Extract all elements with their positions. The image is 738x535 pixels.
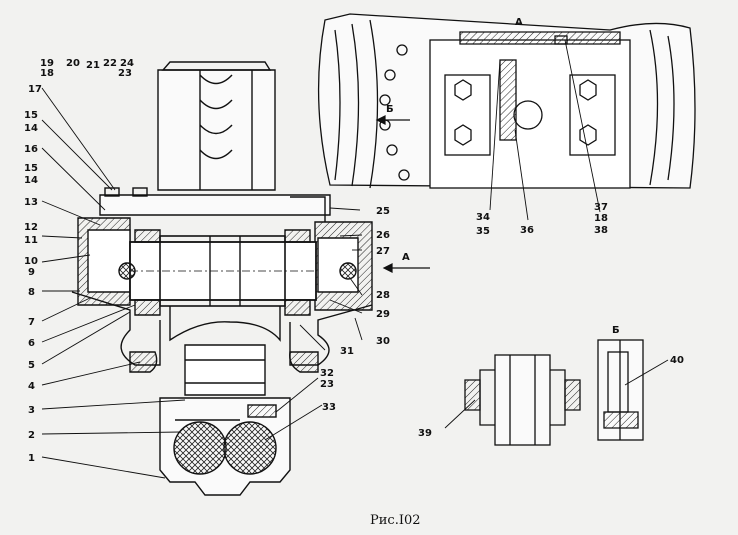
callout-27: 27 (376, 246, 390, 257)
callout-14: 14 (24, 175, 38, 186)
callout-4: 4 (28, 381, 35, 392)
callout-10: 10 (24, 256, 38, 267)
callout-22: 22 (103, 58, 117, 69)
callout-36: 36 (520, 225, 534, 236)
callout-32: 32 (320, 368, 334, 379)
callout-15b: 15 (24, 110, 38, 121)
callout-25: 25 (376, 206, 390, 217)
callout-26: 26 (376, 230, 390, 241)
callout-6: 6 (28, 338, 35, 349)
main-section-view (71, 61, 373, 496)
callout-8: 8 (28, 287, 35, 298)
leader-lines (41, 39, 669, 479)
view-b-arrow-label: Б (386, 104, 394, 115)
callout-23: 23 (118, 68, 132, 79)
callout-13: 13 (24, 197, 38, 208)
callout-24: 24 (120, 58, 134, 69)
callout-30: 30 (376, 336, 390, 347)
callout-12: 12 (24, 222, 38, 233)
view-a-detail (317, 13, 696, 189)
callout-34: 34 (476, 212, 490, 223)
callout-labels: 1 2 3 4 5 6 7 8 9 10 11 12 13 14 15 14 1… (24, 17, 684, 528)
view-arrows (375, 115, 430, 273)
view-b-detail (597, 339, 644, 441)
callout-40: 40 (670, 355, 684, 366)
callout-38: 38 (594, 225, 608, 236)
callout-28: 28 (376, 290, 390, 301)
callout-20: 20 (66, 58, 80, 69)
callout-3: 3 (28, 405, 35, 416)
callout-17: 17 (28, 84, 42, 95)
view-b-label: Б (612, 325, 620, 336)
view-a-arrow-label: А (402, 252, 410, 263)
view-a-label: А (515, 17, 523, 28)
callout-1: 1 (28, 453, 35, 464)
callout-21: 21 (86, 60, 100, 71)
callout-9: 9 (28, 267, 35, 278)
callout-7: 7 (28, 317, 35, 328)
callout-2: 2 (28, 430, 35, 441)
callout-29: 29 (376, 309, 390, 320)
callout-31: 31 (340, 346, 354, 357)
callout-11: 11 (24, 235, 38, 246)
callout-35: 35 (476, 226, 490, 237)
callout-23b: 23 (320, 379, 334, 390)
roller-front-view (464, 354, 581, 446)
callout-39: 39 (418, 428, 432, 439)
callout-15: 15 (24, 163, 38, 174)
callout-18: 18 (40, 68, 54, 79)
callout-18b: 18 (594, 213, 608, 224)
figure-caption: Рис.I02 (370, 513, 421, 528)
callout-5: 5 (28, 360, 35, 371)
callout-14b: 14 (24, 123, 38, 134)
callout-33: 33 (322, 402, 336, 413)
callout-37: 37 (594, 202, 608, 213)
callout-19: 19 (40, 58, 54, 69)
callout-16: 16 (24, 144, 38, 155)
